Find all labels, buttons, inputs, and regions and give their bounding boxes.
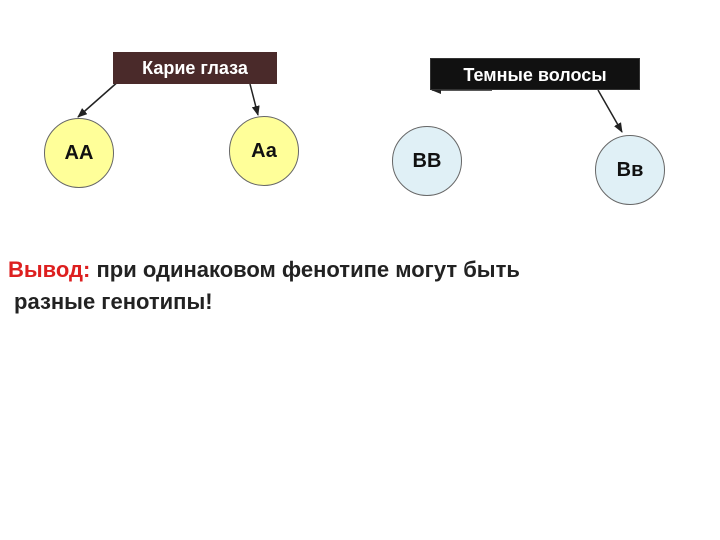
conclusion-lead: Вывод: xyxy=(8,257,91,282)
hair-phenotype-label: Темные волосы xyxy=(430,58,640,90)
arrow-hair-to-bb2 xyxy=(597,89,623,133)
conclusion-text: Вывод: при одинаковом фенотипе могут быт… xyxy=(8,254,698,318)
genotype-circle-eyes-1: АА xyxy=(44,118,114,188)
genotype-circle-hair-1: ВВ xyxy=(392,126,462,196)
genotype-circle-hair-2: Вв xyxy=(595,135,665,205)
genotype-circle-eyes-2: Аа xyxy=(229,116,299,186)
eyes-phenotype-label: Карие глаза xyxy=(113,52,277,84)
conclusion-line-1: при одинаковом фенотипе могут быть xyxy=(90,257,520,282)
arrow-eyes-to-aa2 xyxy=(249,83,260,116)
conclusion-line-2: разные генотипы! xyxy=(14,289,213,314)
arrow-eyes-to-aa1 xyxy=(77,79,121,118)
